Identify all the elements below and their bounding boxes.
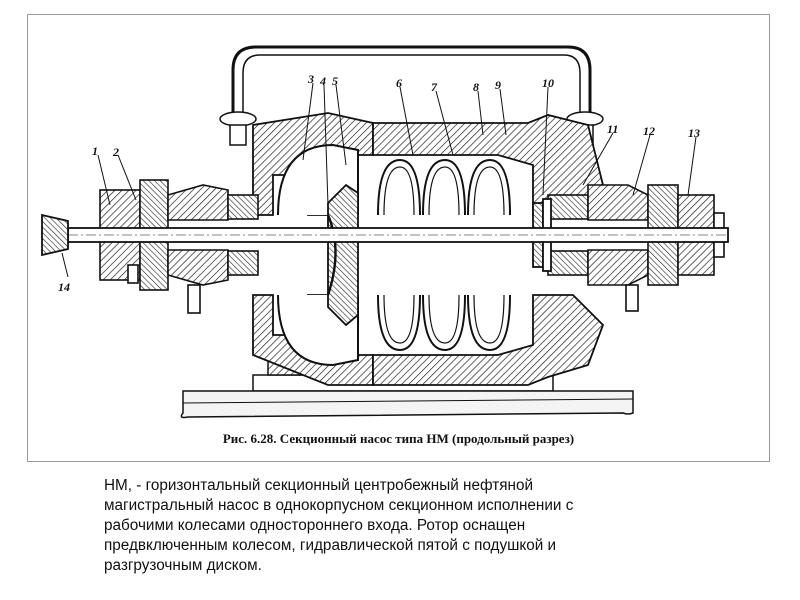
description-line: рабочими колесами одностороннего входа. … xyxy=(104,517,526,534)
part-label-10: 10 xyxy=(542,76,554,90)
description-line: предвключенным колесом, гидравлической п… xyxy=(104,537,557,554)
figure-caption: Рис. 6.28. Секционный насос типа НМ (про… xyxy=(222,431,575,446)
diffuser-channels xyxy=(277,143,511,367)
part-label-1: 1 xyxy=(92,144,98,158)
leader-lines xyxy=(61,82,697,278)
part-label-13: 13 xyxy=(688,126,700,140)
part-label-2: 2 xyxy=(112,145,119,159)
part-label-12: 12 xyxy=(643,124,655,138)
part-label-11: 11 xyxy=(607,122,618,136)
part-label-9: 9 xyxy=(495,78,501,92)
inducer-wheel xyxy=(326,183,359,327)
part-number-labels: 1 2 3 4 5 6 7 8 9 10 11 12 13 14 xyxy=(58,72,700,294)
left-bearing-assembly xyxy=(99,179,259,314)
bypass-pipe xyxy=(231,45,592,115)
part-label-6: 6 xyxy=(396,76,402,90)
description-line: магистральный насос в однокорпусном секц… xyxy=(104,497,574,514)
description-line: НМ, - горизонтальный секционный центробе… xyxy=(104,477,534,494)
part-label-14: 14 xyxy=(58,280,70,294)
part-label-4: 4 xyxy=(319,74,326,88)
shaft xyxy=(41,213,729,257)
part-label-5: 5 xyxy=(332,74,338,88)
pump-cross-section-drawing: 1 2 3 4 5 6 7 8 9 10 11 12 13 14 xyxy=(41,45,729,419)
description-line: разгрузочным диском. xyxy=(104,557,262,574)
part-label-7: 7 xyxy=(431,80,438,94)
part-label-3: 3 xyxy=(307,72,314,86)
part-label-8: 8 xyxy=(473,80,479,94)
right-bearing-assembly xyxy=(547,184,725,312)
description-text: НМ, - горизонтальный секционный центробе… xyxy=(104,476,674,576)
pump-figure: 1 2 3 4 5 6 7 8 9 10 11 12 13 14 Рис. 6.… xyxy=(27,14,770,462)
